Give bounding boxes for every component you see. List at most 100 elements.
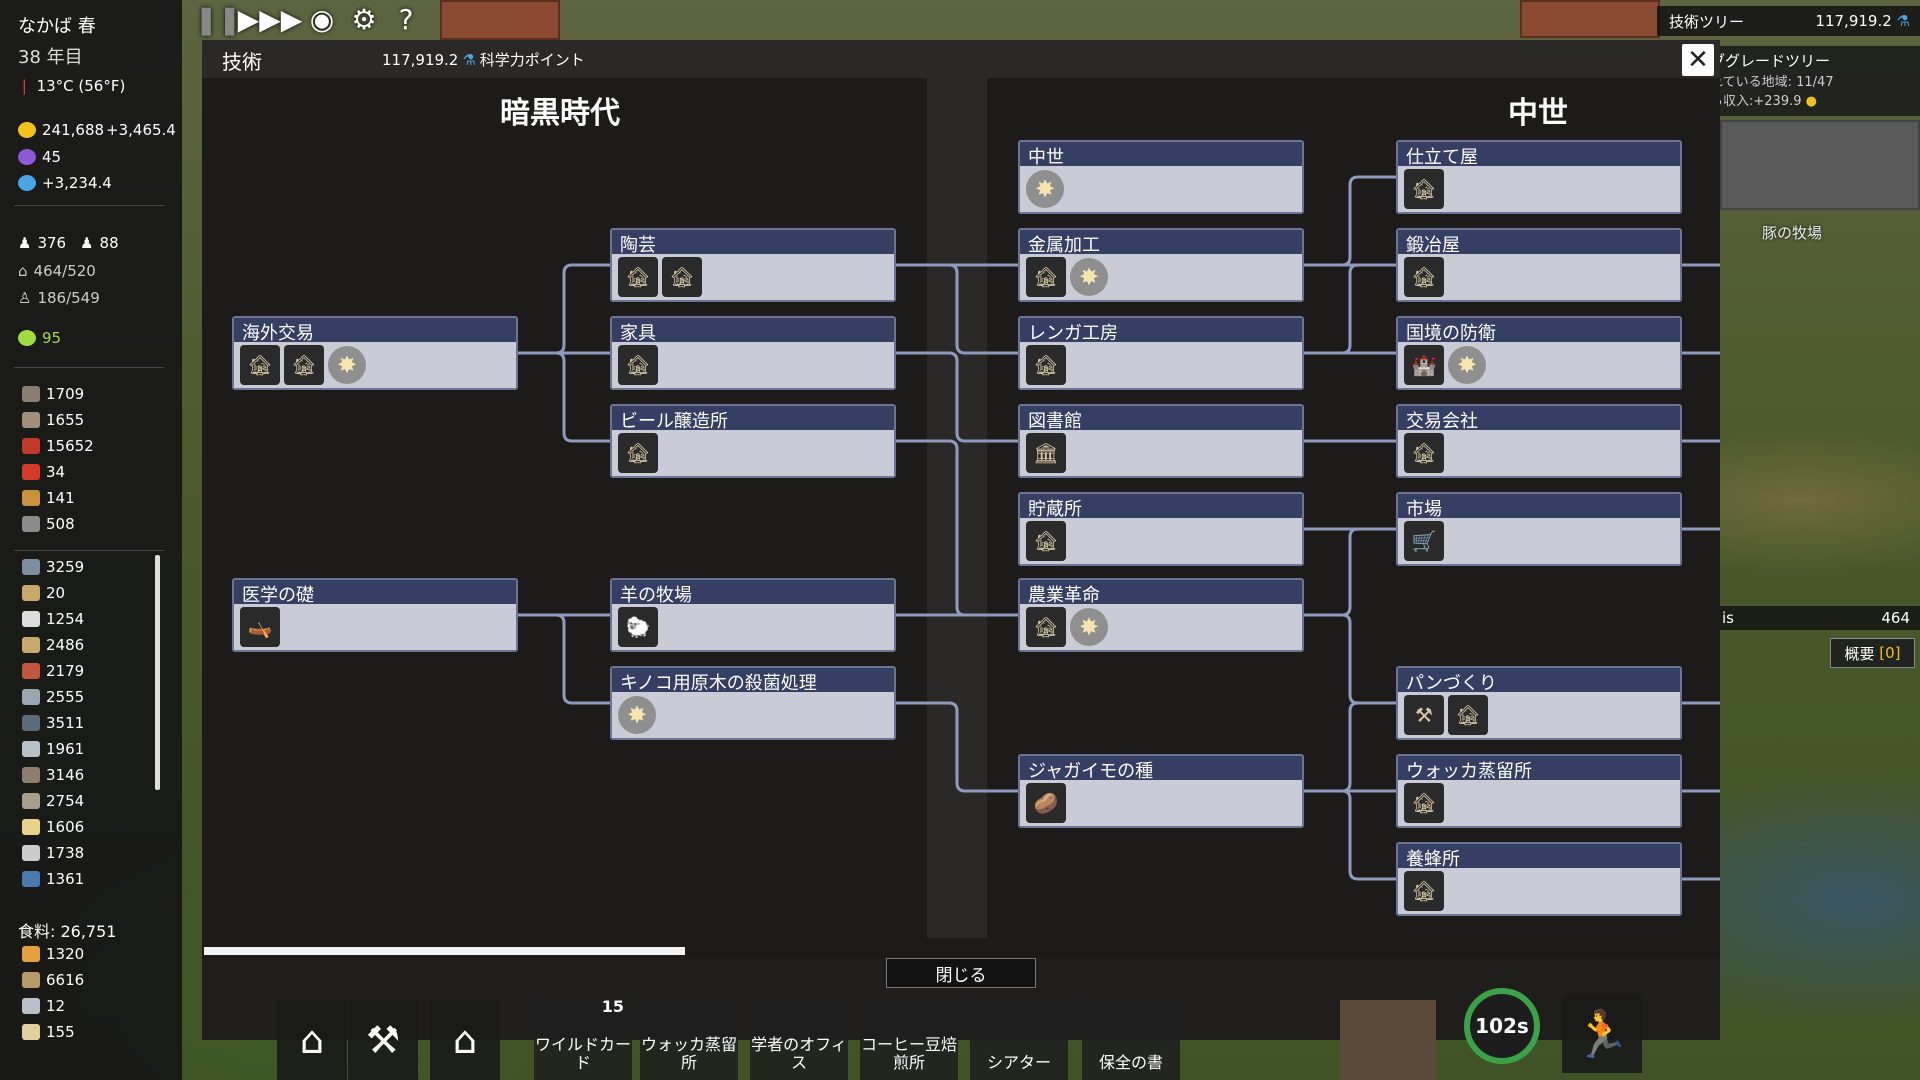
resource-item[interactable]: 1655 — [22, 411, 84, 429]
resource-item[interactable]: 20 — [22, 584, 65, 602]
resource-item[interactable]: 1738 — [22, 844, 84, 862]
building-icon[interactable]: 🏚 — [284, 345, 324, 385]
resource-item[interactable]: 34 — [22, 463, 65, 481]
resource-item[interactable]: 2179 — [22, 662, 84, 680]
building-icon[interactable]: 🛒 — [1404, 521, 1444, 561]
tech-node-kaigai[interactable]: 海外交易🏚🏚✸ — [232, 316, 518, 390]
resource-item[interactable]: 2555 — [22, 688, 84, 706]
pause-icon[interactable]: ❚❚ — [194, 2, 242, 36]
build-coffee-roaster[interactable]: コーヒー豆焙煎所 — [860, 996, 958, 1080]
resource-item[interactable]: 3259 — [22, 558, 84, 576]
star-bonus-icon[interactable]: ✸ — [1070, 258, 1108, 296]
tech-node-kinoko[interactable]: キノコ用原木の殺菌処理✸ — [610, 666, 896, 740]
resource-item[interactable]: 1709 — [22, 385, 84, 403]
turn-timer[interactable]: 102s — [1464, 988, 1540, 1064]
build-preservation-book[interactable]: 保全の書 — [1082, 996, 1180, 1080]
science-rate-stat[interactable]: +3,234.4 — [18, 174, 112, 192]
tech-node-toshokan[interactable]: 図書館🏛 — [1018, 404, 1304, 478]
population-stat[interactable]: ♟ 376 ♟ 88 — [18, 234, 119, 252]
runner-icon[interactable]: 🏃 — [1562, 995, 1642, 1073]
add-house-icon[interactable]: ⌂ — [277, 1000, 347, 1080]
building-icon[interactable]: 🏚 — [1404, 257, 1444, 297]
tech-node-ichiba[interactable]: 市場🛒 — [1396, 492, 1682, 566]
tech-node-renga[interactable]: レンガ工房🏚 — [1018, 316, 1304, 390]
housing-stat[interactable]: ⌂ 464/520 — [18, 262, 96, 280]
map-label-pig-farm[interactable]: 豚の牧場 — [1762, 224, 1823, 242]
tech-tree-indicator[interactable]: 技術ツリー 117,919.2 ⚗ — [1657, 6, 1920, 36]
building-icon[interactable]: 🏚 — [1026, 345, 1066, 385]
building-icon[interactable]: 🏚 — [618, 345, 658, 385]
building-icon[interactable]: 🏚 — [1404, 871, 1444, 911]
resource-item[interactable]: 508 — [22, 515, 75, 533]
tech-node-shitate[interactable]: 仕立て屋🏚 — [1396, 140, 1682, 214]
building-icon[interactable]: 🏚 — [662, 257, 702, 297]
close-button[interactable]: 閉じる — [886, 958, 1036, 988]
resource-item[interactable]: 6616 — [22, 971, 84, 989]
building-icon[interactable]: 🏚 — [1026, 521, 1066, 561]
building-icon[interactable]: 🏛 — [1026, 433, 1066, 473]
tech-node-kokkyou[interactable]: 国境の防衛🏰✸ — [1396, 316, 1682, 390]
building-icon[interactable]: 🛶 — [240, 607, 280, 647]
resource-item[interactable]: 2754 — [22, 792, 84, 810]
overview-button[interactable]: 概要 [0] — [1830, 638, 1915, 668]
building-icon[interactable]: 🐑 — [618, 607, 658, 647]
tech-node-beer[interactable]: ビール醸造所🏚 — [610, 404, 896, 478]
tech-node-kagu[interactable]: 家具🏚 — [610, 316, 896, 390]
building-icon[interactable]: 🏚 — [1404, 783, 1444, 823]
happiness-stat[interactable]: 95 — [18, 329, 61, 347]
tech-node-youhou[interactable]: 養蜂所🏚 — [1396, 842, 1682, 916]
building-icon[interactable]: 🥔 — [1026, 783, 1066, 823]
star-bonus-icon[interactable]: ✸ — [1026, 170, 1064, 208]
tech-node-hitsuji[interactable]: 羊の牧場🐑 — [610, 578, 896, 652]
home-icon[interactable]: ⌂ — [430, 1000, 500, 1080]
tech-node-chozou[interactable]: 貯蔵所🏚 — [1018, 492, 1304, 566]
tech-node-pan[interactable]: パンづくり⚒🏚 — [1396, 666, 1682, 740]
tech-node-koueki[interactable]: 交易会社🏚 — [1396, 404, 1682, 478]
scroll-thumb[interactable] — [204, 947, 685, 955]
resource-item[interactable]: 155 — [22, 1023, 75, 1041]
resource-item[interactable]: 3146 — [22, 766, 84, 784]
tools-icon[interactable]: ⚒ — [348, 1000, 418, 1080]
resource-item[interactable]: 1254 — [22, 610, 84, 628]
scroll-track[interactable] — [204, 947, 1708, 955]
resource-item[interactable]: 2486 — [22, 636, 84, 654]
building-icon[interactable]: ⚒ — [1404, 695, 1444, 735]
resource-item[interactable]: 1320 — [22, 945, 84, 963]
eye-icon[interactable]: ◉ — [309, 2, 335, 36]
building-icon[interactable]: 🏚 — [1026, 257, 1066, 297]
event-card[interactable] — [1340, 1000, 1436, 1080]
resource-item[interactable]: 3511 — [22, 714, 84, 732]
workers-stat[interactable]: ♙ 186/549 — [18, 289, 100, 307]
resource-item[interactable]: 1606 — [22, 818, 84, 836]
building-icon[interactable]: 🏰 — [1404, 345, 1444, 385]
gold-stat[interactable]: 241,688 +3,465.4 — [18, 121, 176, 139]
gear-icon[interactable]: ⚙ — [351, 2, 377, 36]
build-scholar-office[interactable]: 学者のオフィス — [750, 996, 848, 1080]
star-bonus-icon[interactable]: ✸ — [618, 696, 656, 734]
fast-forward-icon[interactable]: ▶▶▶ — [237, 2, 303, 36]
help-icon[interactable]: ? — [398, 2, 414, 36]
resource-item[interactable]: 12 — [22, 997, 65, 1015]
building-icon[interactable]: 🏚 — [1448, 695, 1488, 735]
close-x-button[interactable]: ✕ — [1682, 44, 1714, 76]
resource-scrollbar[interactable] — [155, 555, 160, 790]
tech-node-nougyou[interactable]: 農業革命🏚✸ — [1018, 578, 1304, 652]
build-wildcard[interactable]: 15 ワイルドカード — [534, 996, 632, 1080]
resource-item[interactable]: 1361 — [22, 870, 84, 888]
tech-node-igaku[interactable]: 医学の礎🛶 — [232, 578, 518, 652]
building-icon[interactable]: 🏚 — [1404, 169, 1444, 209]
tech-node-chusei[interactable]: 中世✸ — [1018, 140, 1304, 214]
build-vodka-distillery[interactable]: ウォッカ蒸留所 — [640, 996, 738, 1080]
tech-node-jagaimo[interactable]: ジャガイモの種🥔 — [1018, 754, 1304, 828]
tech-node-vodka[interactable]: ウォッカ蒸留所🏚 — [1396, 754, 1682, 828]
building-icon[interactable]: 🏚 — [1026, 607, 1066, 647]
build-theater[interactable]: シアター — [970, 996, 1068, 1080]
tech-node-tougei[interactable]: 陶芸🏚🏚 — [610, 228, 896, 302]
building-icon[interactable]: 🏚 — [618, 433, 658, 473]
resource-item[interactable]: 15652 — [22, 437, 94, 455]
star-bonus-icon[interactable]: ✸ — [1070, 608, 1108, 646]
star-bonus-icon[interactable]: ✸ — [328, 346, 366, 384]
building-icon[interactable]: 🏚 — [240, 345, 280, 385]
tech-node-kaji[interactable]: 鍛冶屋🏚 — [1396, 228, 1682, 302]
building-icon[interactable]: 🏚 — [1404, 433, 1444, 473]
